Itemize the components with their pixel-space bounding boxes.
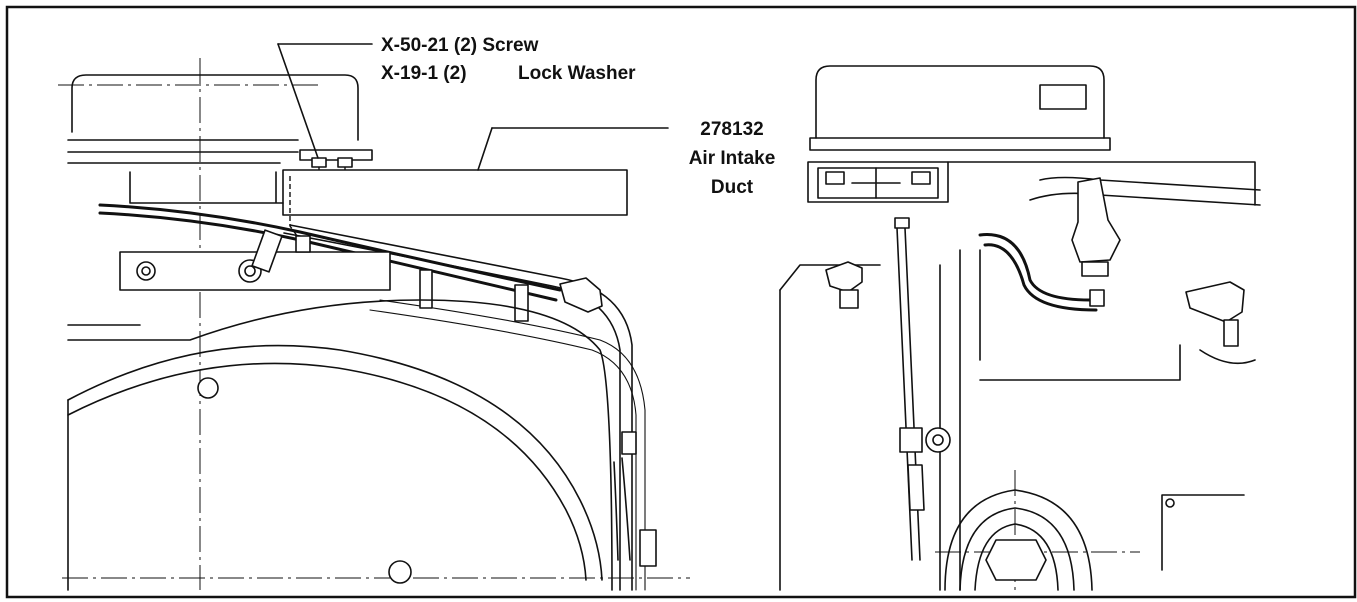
housing-top-plate — [67, 139, 299, 164]
washer-part-number: X-19-1 (2) — [381, 63, 467, 84]
duct-name-line-2: Duct — [711, 177, 754, 198]
front-pulley — [935, 470, 1140, 591]
duct-name-line-1: Air Intake — [689, 148, 776, 169]
callout-leaders — [277, 43, 669, 171]
front-spark-plug-wires — [978, 176, 1261, 312]
air-cleaner-cover — [71, 74, 359, 141]
front-air-cleaner-cover — [815, 65, 1105, 139]
duct-part-number: 278132 — [700, 119, 763, 140]
diagram-frame — [5, 5, 1357, 599]
front-view — [779, 65, 1261, 591]
left-side-view — [58, 58, 690, 591]
screw-callout: X-50-21 (2) Screw — [381, 35, 539, 56]
spark-plug-boot — [559, 277, 603, 313]
tube-clips — [251, 229, 657, 567]
tube-routing — [98, 203, 646, 591]
duct-end-view — [807, 161, 949, 203]
flywheel-screen — [67, 344, 603, 591]
choke-knob — [825, 261, 863, 293]
air-intake-duct-shape — [282, 169, 628, 216]
washer-name: Lock Washer — [518, 63, 636, 84]
fuel-line-clamp — [899, 427, 951, 453]
